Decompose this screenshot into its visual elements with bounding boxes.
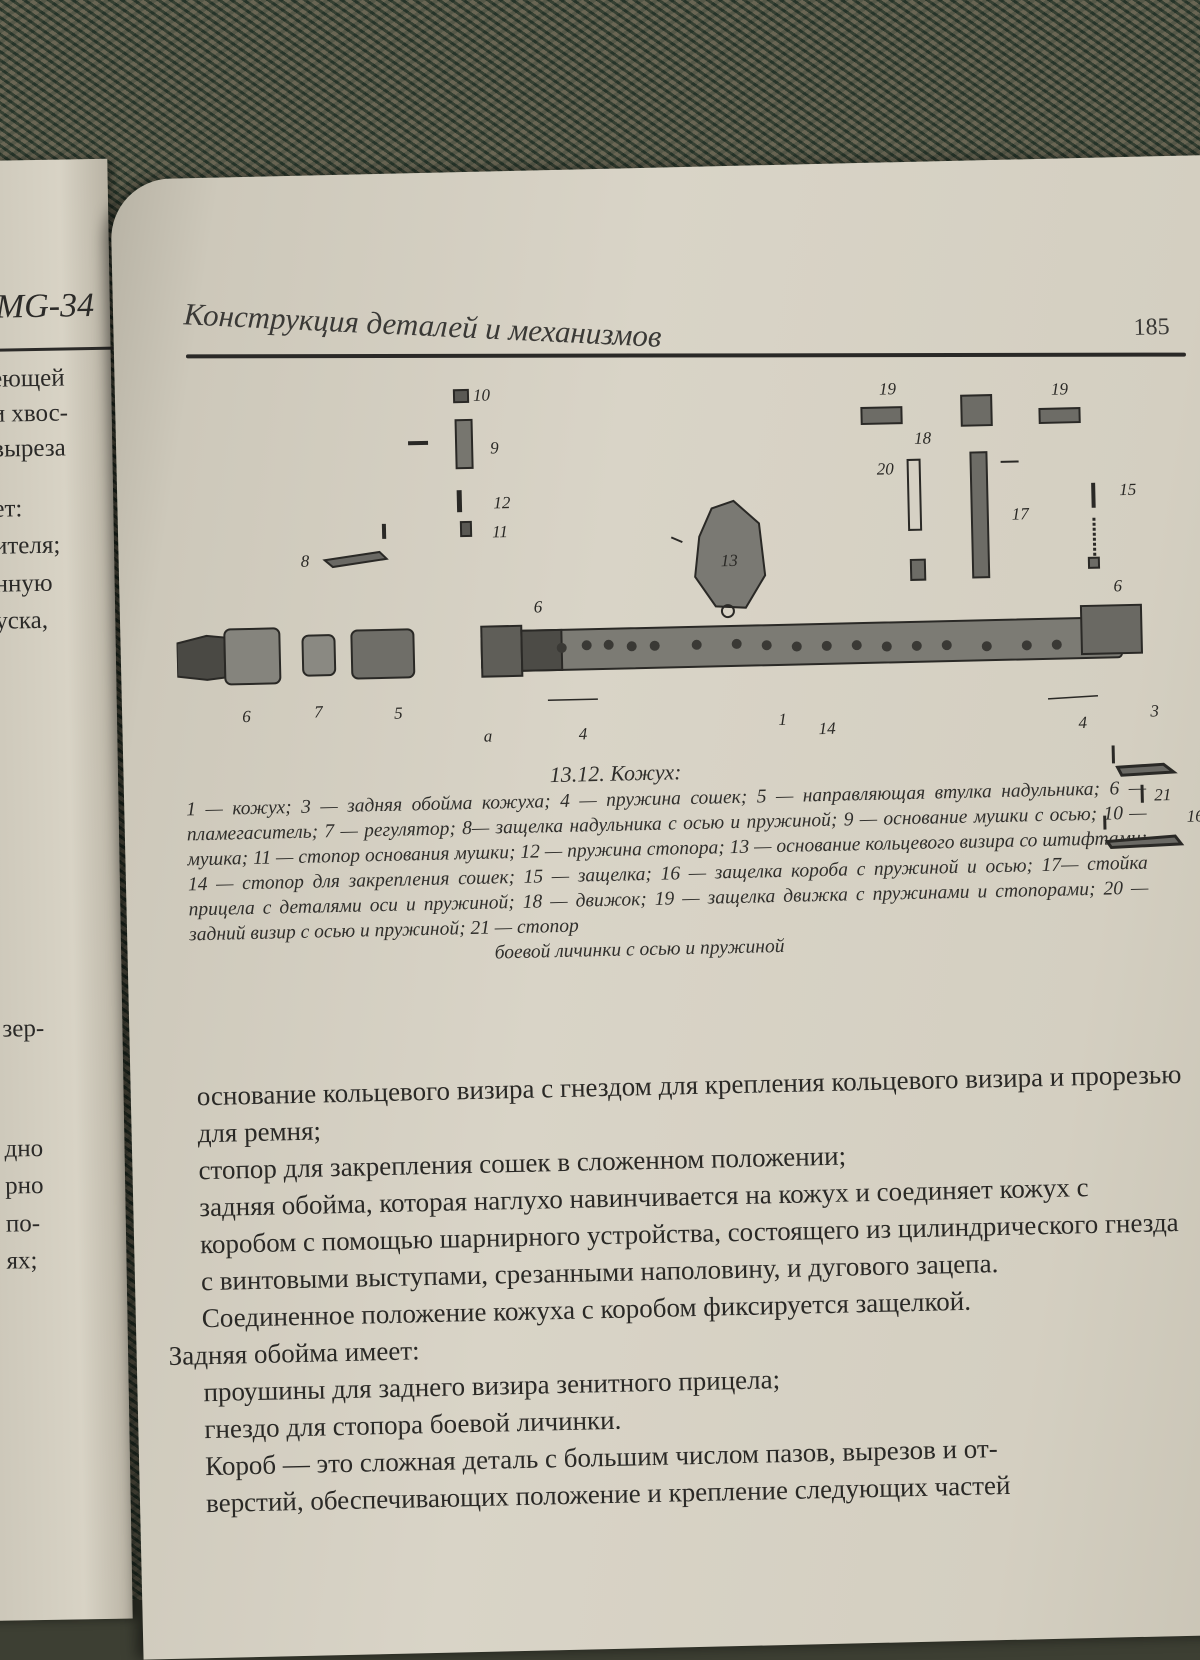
caption-body: 1 — кожух; 3 — задняя обойма кожуха; 4 —…: [186, 776, 1149, 948]
left-page-line: еющей: [0, 364, 65, 393]
label-17: 17: [1012, 504, 1031, 523]
left-page-line: выреза: [0, 434, 66, 463]
label-7: 7: [314, 702, 324, 721]
label-4: 4: [578, 724, 587, 743]
body-text: основание кольцевого визира с гнездом дл…: [196, 1056, 1196, 1522]
left-page-title: MG-34: [0, 287, 94, 327]
label-12: 12: [493, 493, 511, 512]
label-1: 1: [778, 710, 787, 729]
left-page-line: ях;: [6, 1247, 37, 1276]
figure-caption: 13.12. Кожух: 1 — кожух; 3 — задняя обой…: [185, 749, 1149, 973]
left-page-line: по-: [6, 1210, 41, 1239]
label-6: 6: [242, 707, 251, 726]
label-6: 6: [534, 597, 543, 616]
left-page-rule: [0, 347, 121, 352]
label-a: а: [483, 726, 492, 745]
left-page-line: уска,: [0, 607, 48, 636]
label-19: 19: [1051, 379, 1069, 398]
left-page-line: ет:: [0, 495, 23, 524]
left-page-line: рно: [5, 1172, 44, 1201]
barrel-jacket: [481, 605, 1142, 677]
label-21: 21: [1154, 785, 1171, 804]
left-page-line: дно: [4, 1135, 43, 1164]
parts-21-16-drawing: 21 16: [1093, 743, 1200, 876]
label-5: 5: [394, 703, 403, 722]
label-20: 20: [877, 459, 895, 478]
label-13: 13: [721, 551, 738, 570]
rear-sight-parts: [861, 393, 1099, 581]
label-14: 14: [818, 719, 836, 738]
left-page-line: и хвос-: [0, 399, 68, 428]
label-19: 19: [879, 379, 897, 398]
running-header-title: Конструкция деталей и механизмов: [183, 296, 662, 354]
label-16: 16: [1186, 806, 1200, 825]
label-6: 6: [1113, 576, 1122, 595]
label-4: 4: [1078, 713, 1087, 732]
kozhukh-exploded-diagram: 10 9 12 11 8 13 19 19 18 20 17 15: [171, 366, 1179, 769]
left-page-line: зер-: [2, 1015, 44, 1044]
label-11: 11: [492, 522, 508, 541]
front-sight-parts: [321, 390, 475, 567]
ring-sight-base: [670, 500, 766, 618]
book-page: Конструкция деталей и механизмов 185 10 …: [110, 155, 1200, 1660]
label-9: 9: [490, 438, 499, 457]
left-page-line: нную: [0, 570, 53, 599]
label-8: 8: [300, 552, 309, 571]
left-page-line: ителя;: [0, 532, 61, 561]
spring-parts: [548, 688, 1098, 710]
muzzle-parts: [176, 625, 414, 685]
header-rule: [186, 353, 1186, 359]
label-18: 18: [914, 428, 932, 447]
label-10: 10: [473, 385, 491, 404]
page-number: 185: [1133, 314, 1170, 342]
label-3: 3: [1149, 701, 1159, 720]
label-15: 15: [1119, 480, 1136, 499]
